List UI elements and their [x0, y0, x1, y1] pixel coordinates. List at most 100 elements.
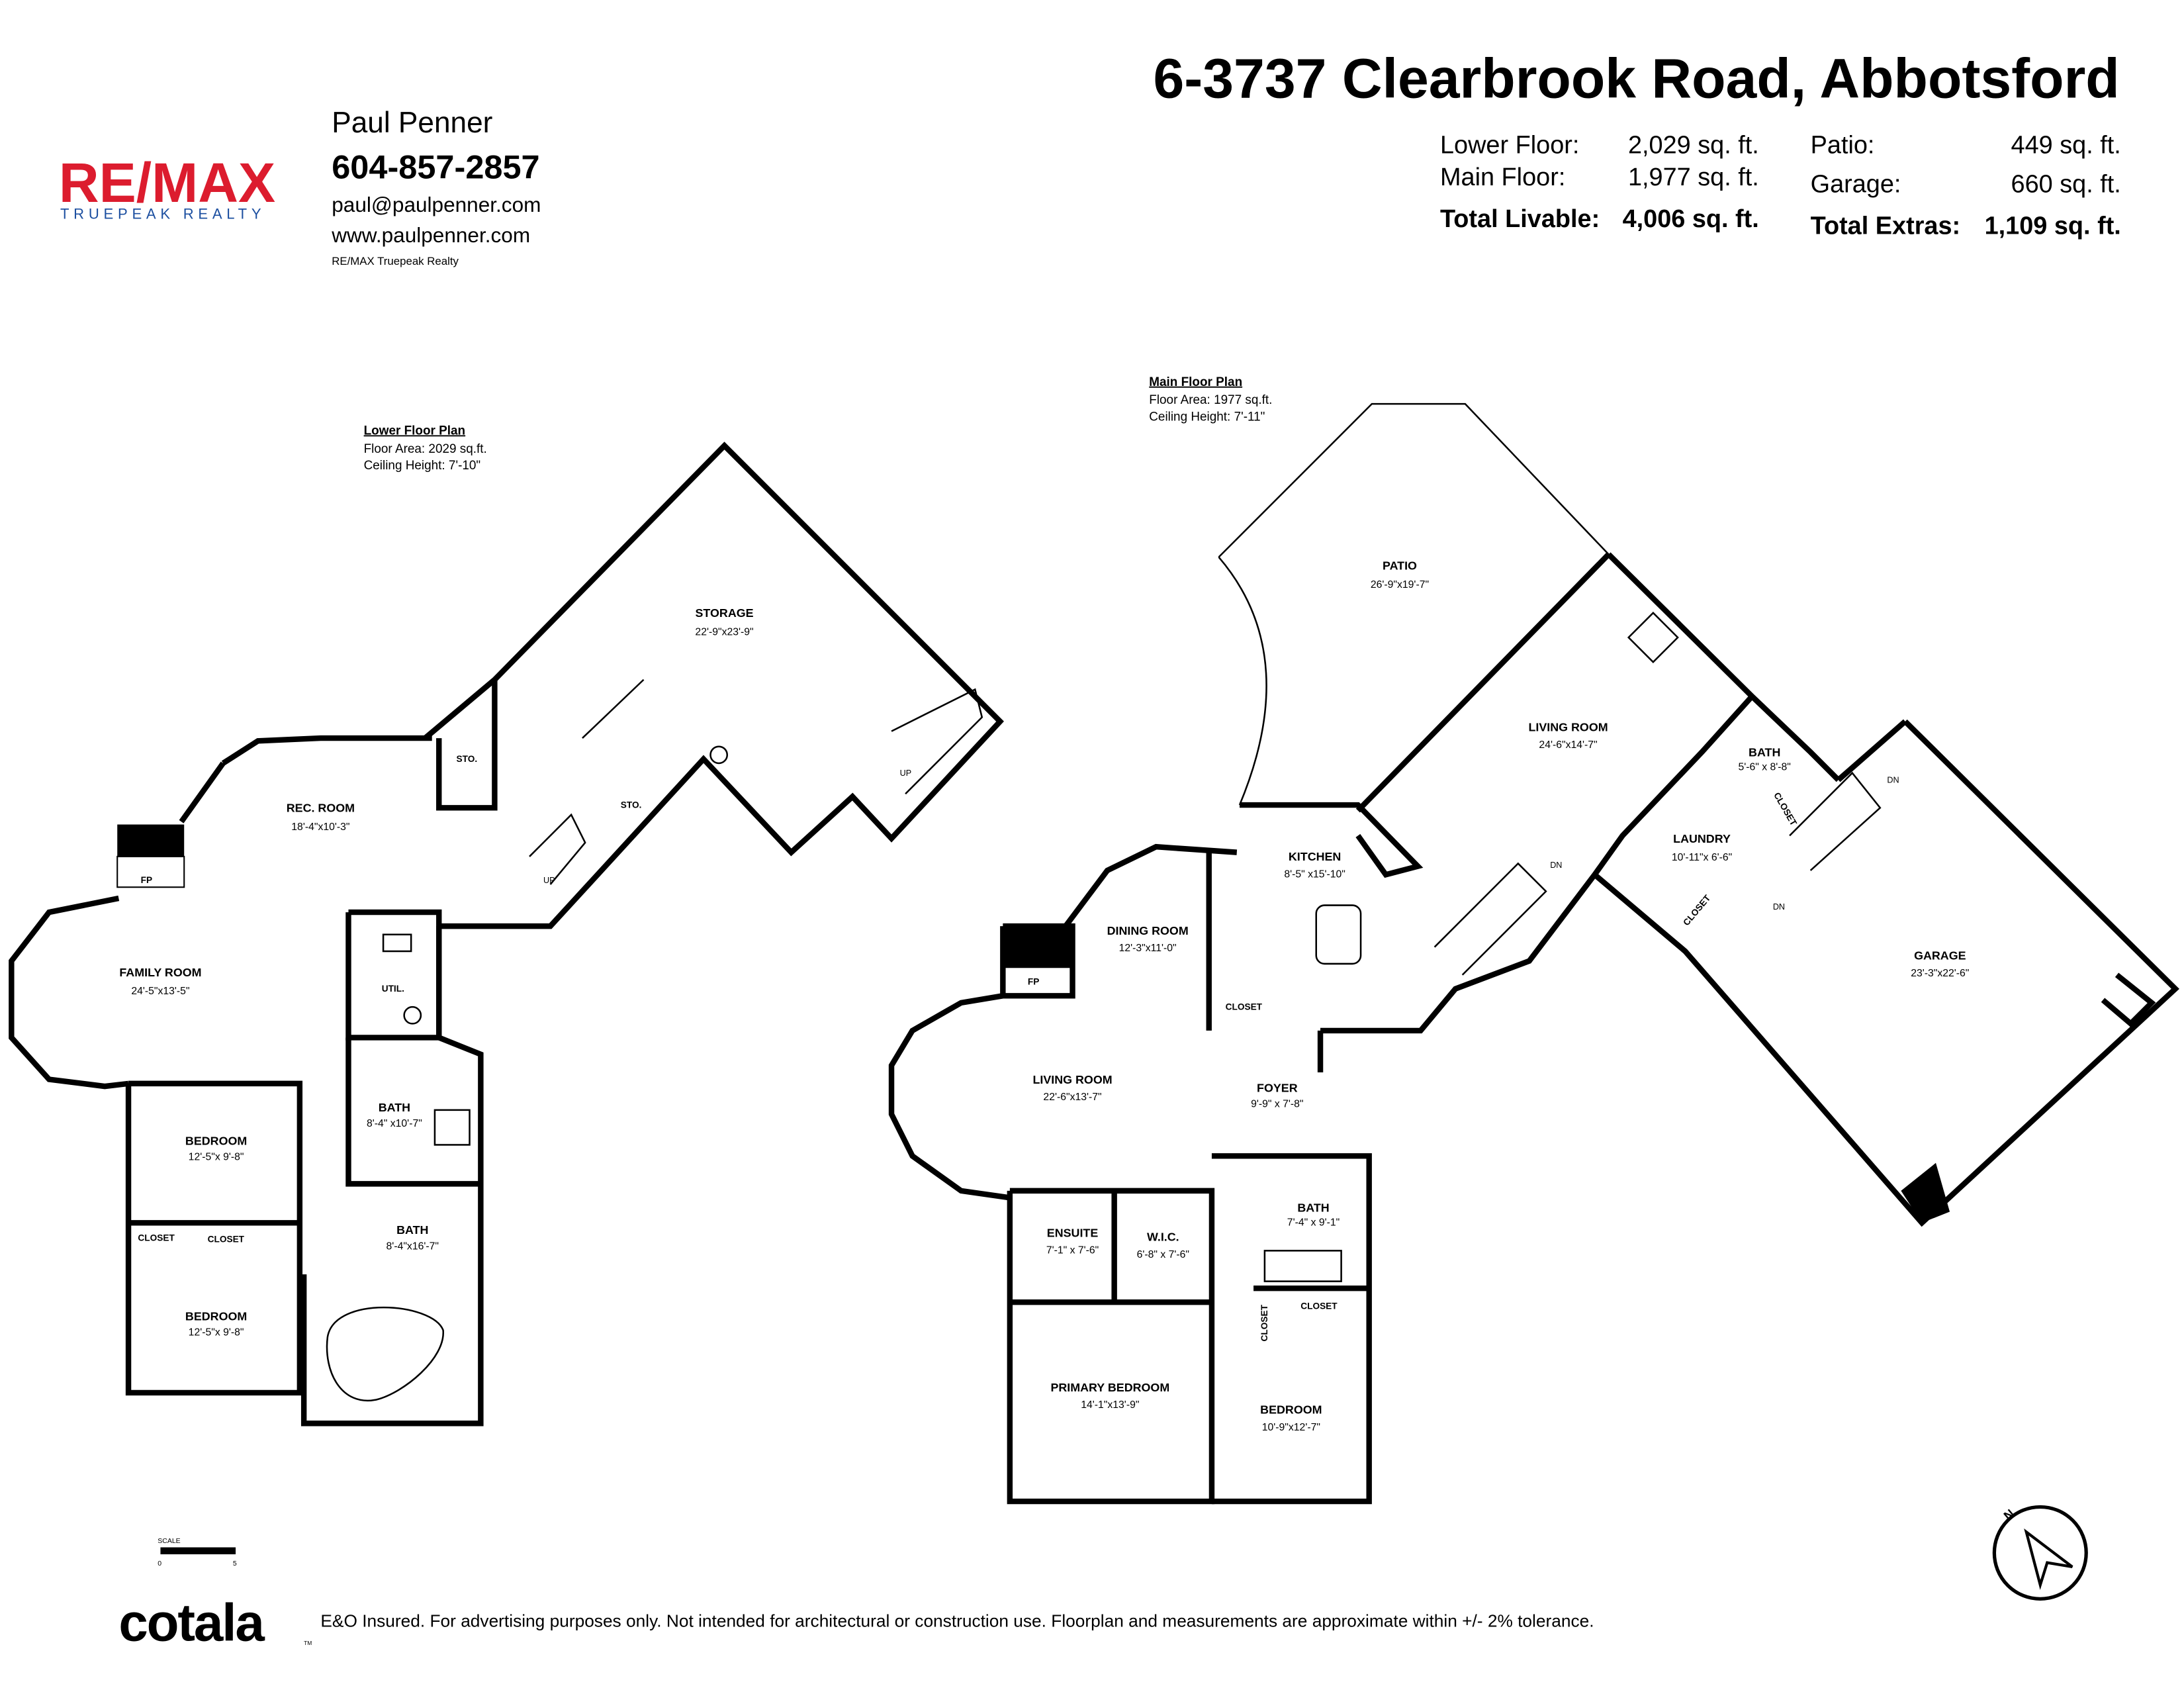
lower-floor-label: Lower Floor:	[1440, 131, 1579, 159]
svg-text:6'-8" x 7'-6": 6'-8" x 7'-6"	[1137, 1249, 1189, 1260]
room-bedroom-2: BEDROOM 12'-5"x 9'-8"	[185, 1310, 247, 1338]
lower-floor-area: Floor Area: 2029 sq.ft.	[364, 442, 487, 456]
room-storage: STORAGE 22'-9"x23'-9"	[695, 606, 753, 637]
remax-logo: RE/MAX TRUEPEAK REALTY	[59, 152, 275, 222]
room-util: UTIL.	[382, 984, 404, 994]
agent-email[interactable]: paul@paulpenner.com	[332, 193, 541, 216]
patio-label: Patio:	[1811, 131, 1875, 159]
svg-text:BEDROOM: BEDROOM	[185, 1310, 247, 1323]
svg-text:22'-6"x13'-7": 22'-6"x13'-7"	[1043, 1092, 1101, 1103]
footer: cotala TM E&O Insured. For advertising p…	[118, 1593, 1594, 1652]
room-bath-main: BATH 5'-6" x 8'-8"	[1738, 745, 1790, 773]
svg-text:BATH: BATH	[379, 1101, 410, 1114]
svg-text:STORAGE: STORAGE	[696, 606, 754, 620]
scale-bar: SCALE 0 5	[158, 1537, 237, 1568]
svg-text:8'-4"x16'-7": 8'-4"x16'-7"	[387, 1241, 439, 1252]
room-closet: CLOSET	[138, 1233, 175, 1243]
svg-text:14'-1"x13'-9": 14'-1"x13'-9"	[1081, 1399, 1139, 1411]
svg-text:24'-6"x14'-7": 24'-6"x14'-7"	[1539, 739, 1597, 751]
room-rec-room: REC. ROOM 18'-4"x10'-3"	[287, 802, 355, 833]
room-laundry: LAUNDRY 10'-11"x 6'-6"	[1672, 832, 1732, 863]
svg-text:LIVING ROOM: LIVING ROOM	[1528, 721, 1608, 734]
svg-text:12'-5"x 9'-8": 12'-5"x 9'-8"	[189, 1327, 244, 1338]
svg-text:BEDROOM: BEDROOM	[185, 1134, 247, 1147]
svg-text:CLOSET: CLOSET	[208, 1235, 245, 1244]
svg-text:FAMILY ROOM: FAMILY ROOM	[119, 966, 201, 979]
svg-text:24'-5"x13'-5": 24'-5"x13'-5"	[131, 986, 189, 997]
room-foyer: FOYER 9'-9" x 7'-8"	[1251, 1082, 1303, 1110]
logo-sub: TRUEPEAK REALTY	[60, 205, 265, 222]
stairs-up-label-2: UP	[900, 769, 912, 778]
svg-text:STO.: STO.	[457, 754, 478, 764]
svg-text:18'-4"x10'-3": 18'-4"x10'-3"	[291, 821, 349, 833]
svg-text:BATH: BATH	[396, 1223, 428, 1237]
lower-floor-walls	[9, 442, 1004, 1427]
total-extras-label: Total Extras:	[1811, 212, 1961, 240]
svg-text:22'-9"x23'-9": 22'-9"x23'-9"	[695, 626, 753, 637]
scale-end: 5	[233, 1560, 237, 1568]
north-arrow-icon: N	[1992, 1505, 2088, 1601]
svg-text:W.I.C.: W.I.C.	[1147, 1231, 1179, 1244]
svg-text:9'-9" x 7'-8": 9'-9" x 7'-8"	[1251, 1099, 1303, 1110]
closet-label-bedroom: CLOSET	[1300, 1301, 1338, 1311]
closet-label-bath: CLOSET	[1772, 791, 1799, 828]
svg-text:BATH: BATH	[1749, 745, 1780, 759]
main-floor-label: Main Floor:	[1440, 164, 1565, 191]
svg-text:REC. ROOM: REC. ROOM	[287, 802, 355, 815]
main-floor-title: Main Floor Plan	[1149, 375, 1242, 389]
main-floor-ceiling: Ceiling Height: 7'-11"	[1149, 410, 1265, 424]
room-closet-2: CLOSET	[208, 1235, 245, 1244]
agent-phone[interactable]: 604-857-2857	[332, 148, 539, 185]
room-living-room-upper: LIVING ROOM 24'-6"x14'-7"	[1528, 721, 1608, 751]
trademark: TM	[304, 1640, 312, 1646]
room-family-room: FAMILY ROOM 24'-5"x13'-5"	[119, 966, 201, 997]
cotala-logo: cotala	[118, 1593, 265, 1652]
svg-text:5'-6" x 8'-8": 5'-6" x 8'-8"	[1738, 761, 1790, 773]
garage-label: Garage:	[1811, 170, 1901, 198]
agent-website[interactable]: www.paulpenner.com	[331, 223, 530, 247]
svg-text:8'-4" x10'-7": 8'-4" x10'-7"	[367, 1118, 422, 1129]
svg-text:LAUNDRY: LAUNDRY	[1673, 832, 1731, 845]
lower-floor-ceiling: Ceiling Height: 7'-10"	[364, 459, 481, 473]
svg-text:8'-5" x15'-10": 8'-5" x15'-10"	[1284, 868, 1345, 880]
svg-text:GARAGE: GARAGE	[1914, 949, 1966, 962]
closet-label-foyer: CLOSET	[1226, 1002, 1263, 1011]
svg-text:STO.: STO.	[621, 800, 642, 810]
patio-value: 449 sq. ft.	[2011, 131, 2121, 159]
svg-text:UTIL.: UTIL.	[382, 984, 404, 994]
svg-text:23'-3"x22'-6": 23'-3"x22'-6"	[1911, 968, 1969, 979]
garage-value: 660 sq. ft.	[2011, 170, 2121, 198]
area-stats: Lower Floor: 2,029 sq. ft. Main Floor: 1…	[1440, 131, 2121, 240]
disclaimer: E&O Insured. For advertising purposes on…	[320, 1611, 1594, 1630]
total-livable-value: 4,006 sq. ft.	[1623, 205, 1759, 233]
main-floor-plan: Main Floor Plan Floor Area: 1977 sq.ft. …	[888, 375, 2179, 1505]
stairs-down-label-3: DN	[1773, 902, 1785, 912]
room-sto-2: STO.	[621, 800, 642, 810]
closet-label-hall: CLOSET	[1259, 1304, 1269, 1341]
scale-label: SCALE	[158, 1537, 180, 1545]
room-wic: W.I.C. 6'-8" x 7'-6"	[1137, 1231, 1189, 1260]
closet-label-laundry: CLOSET	[1681, 893, 1713, 928]
agent-info: Paul Penner 604-857-2857 paul@paulpenner…	[331, 107, 541, 267]
scale-start: 0	[158, 1560, 161, 1568]
main-floor-area: Floor Area: 1977 sq.ft.	[1149, 393, 1272, 407]
svg-text:7'-1" x 7'-6": 7'-1" x 7'-6"	[1046, 1245, 1099, 1256]
svg-text:FOYER: FOYER	[1257, 1082, 1298, 1095]
svg-text:LIVING ROOM: LIVING ROOM	[1032, 1073, 1112, 1086]
svg-text:10'-11"x 6'-6": 10'-11"x 6'-6"	[1672, 852, 1732, 863]
lower-floor-value: 2,029 sq. ft.	[1628, 131, 1759, 159]
stairs-down-label: DN	[1550, 861, 1562, 870]
room-garage: GARAGE 23'-3"x22'-6"	[1911, 949, 1969, 979]
room-sto: STO.	[457, 754, 478, 764]
svg-text:KITCHEN: KITCHEN	[1289, 850, 1341, 863]
compass-north: N	[2001, 1507, 2017, 1523]
svg-text:12'-3"x11'-0": 12'-3"x11'-0"	[1119, 943, 1177, 954]
svg-text:DINING ROOM: DINING ROOM	[1107, 924, 1189, 937]
